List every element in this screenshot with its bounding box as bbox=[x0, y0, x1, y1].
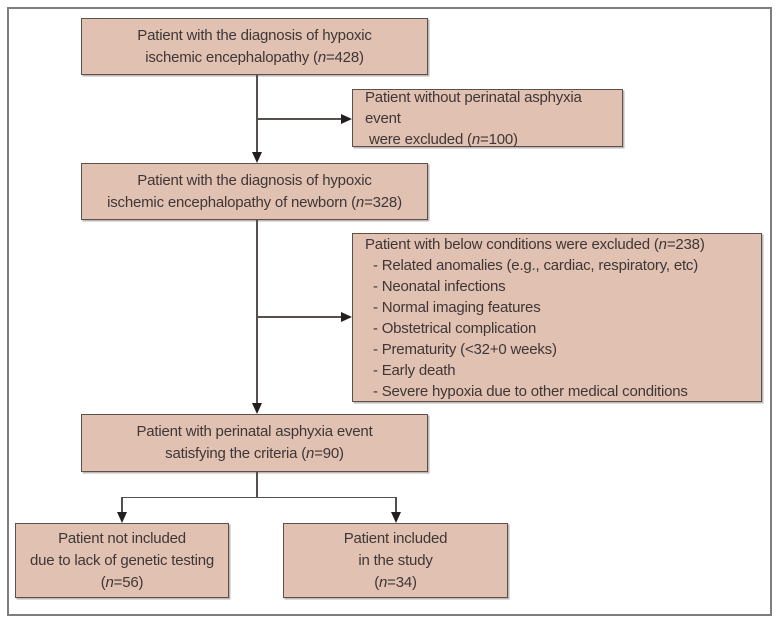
text-line: due to lack of genetic testing bbox=[29, 551, 215, 569]
text-line: - Normal imaging features bbox=[365, 298, 541, 316]
text-line: - Prematurity (<32+0 weeks) bbox=[365, 340, 557, 358]
text-line: Patient with the diagnosis of hypoxic bbox=[137, 171, 372, 189]
text-line: ischemic encephalopathy of newborn (n=32… bbox=[107, 193, 402, 211]
text-line: - Neonatal infections bbox=[365, 277, 506, 295]
text-line: (n=56) bbox=[100, 573, 144, 591]
text-line: (n=34) bbox=[374, 573, 417, 591]
text-line: Patient with the diagnosis of hypoxic bbox=[137, 26, 372, 44]
connector-v-box2-box3 bbox=[256, 220, 258, 404]
arrowhead-right-exclusion1 bbox=[341, 113, 352, 124]
text-line: ischemic encephalopathy (n=428) bbox=[145, 48, 364, 66]
connector-v-box1-box2 bbox=[256, 75, 258, 153]
box-asphyxia-criteria: Patient with perinatal asphyxia event sat… bbox=[81, 414, 428, 472]
connector-v-box3-split bbox=[256, 472, 258, 498]
outer-border bbox=[7, 7, 772, 616]
connector-v-split-right bbox=[395, 497, 397, 513]
text-line: - Related anomalies (e.g., cardiac, resp… bbox=[365, 256, 699, 274]
text-line: satisfying the criteria (n=90) bbox=[165, 445, 344, 462]
text-line: - Severe hypoxia due to other medical co… bbox=[365, 382, 688, 400]
box-hie-newborn: Patient with the diagnosis of hypoxic isc… bbox=[81, 163, 428, 220]
text-line: Patient not included bbox=[58, 529, 186, 547]
arrowhead-right-exclusion2 bbox=[341, 311, 352, 322]
box-excluded-no-asphyxia: Patient without perinatal asphyxia event… bbox=[352, 88, 623, 148]
text-line: in the study bbox=[358, 551, 433, 569]
connector-v-split-left bbox=[121, 497, 123, 513]
text-line: Patient without perinatal asphyxia event bbox=[365, 88, 586, 127]
arrowhead-down-included bbox=[390, 512, 401, 523]
box-included: Patient included in the study (n=34) bbox=[283, 523, 508, 598]
arrowhead-down-box2 bbox=[251, 152, 262, 163]
text-line: - Obstetrical complication bbox=[365, 319, 537, 337]
text-line: Patient with perinatal asphyxia event bbox=[136, 423, 373, 440]
arrowhead-down-not-included bbox=[116, 512, 127, 523]
connector-h-exclusion1 bbox=[257, 118, 342, 120]
box-not-included: Patient not included due to lack of genet… bbox=[15, 523, 229, 598]
arrowhead-down-box3 bbox=[251, 403, 262, 414]
text-line: were excluded (n=100) bbox=[365, 130, 518, 148]
connector-h-split bbox=[121, 496, 397, 498]
text-line: Patient with below conditions were exclu… bbox=[365, 235, 705, 253]
text-line: - Early death bbox=[365, 361, 456, 379]
box-hie-diagnosis: Patient with the diagnosis of hypoxic isc… bbox=[81, 18, 428, 75]
connector-h-exclusion2 bbox=[257, 316, 342, 318]
box-excluded-conditions: Patient with below conditions were exclu… bbox=[352, 233, 762, 402]
text-line: Patient included bbox=[343, 529, 448, 547]
